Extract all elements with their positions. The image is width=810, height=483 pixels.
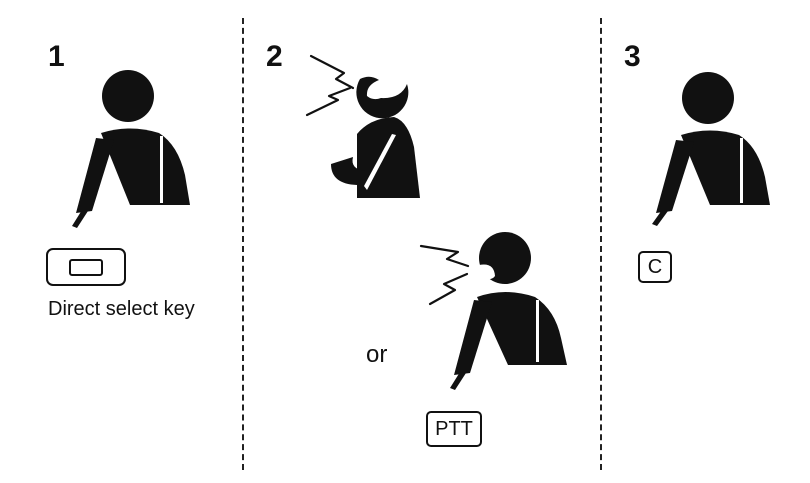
key-face	[69, 258, 103, 276]
step-divider-2-3	[600, 18, 602, 470]
user-speaking-pressing-key-icon	[419, 232, 567, 390]
user-pressing-key-icon	[72, 70, 190, 228]
direct-select-key-caption: Direct select key	[48, 298, 195, 320]
step-3-number: 3	[624, 40, 641, 73]
step-1-number: 1	[48, 40, 65, 73]
direct-select-key	[46, 248, 126, 286]
c-key: C	[638, 251, 672, 283]
user-pressing-key-icon	[652, 72, 770, 226]
speech-waves-icon	[419, 244, 470, 306]
user-speaking-icon	[305, 54, 420, 198]
ptt-key: PTT	[426, 411, 482, 447]
alternative-or-label: or	[366, 341, 388, 368]
step-2-number: 2	[266, 40, 283, 73]
step-divider-1-2	[242, 18, 244, 470]
speech-waves-icon	[305, 54, 355, 117]
